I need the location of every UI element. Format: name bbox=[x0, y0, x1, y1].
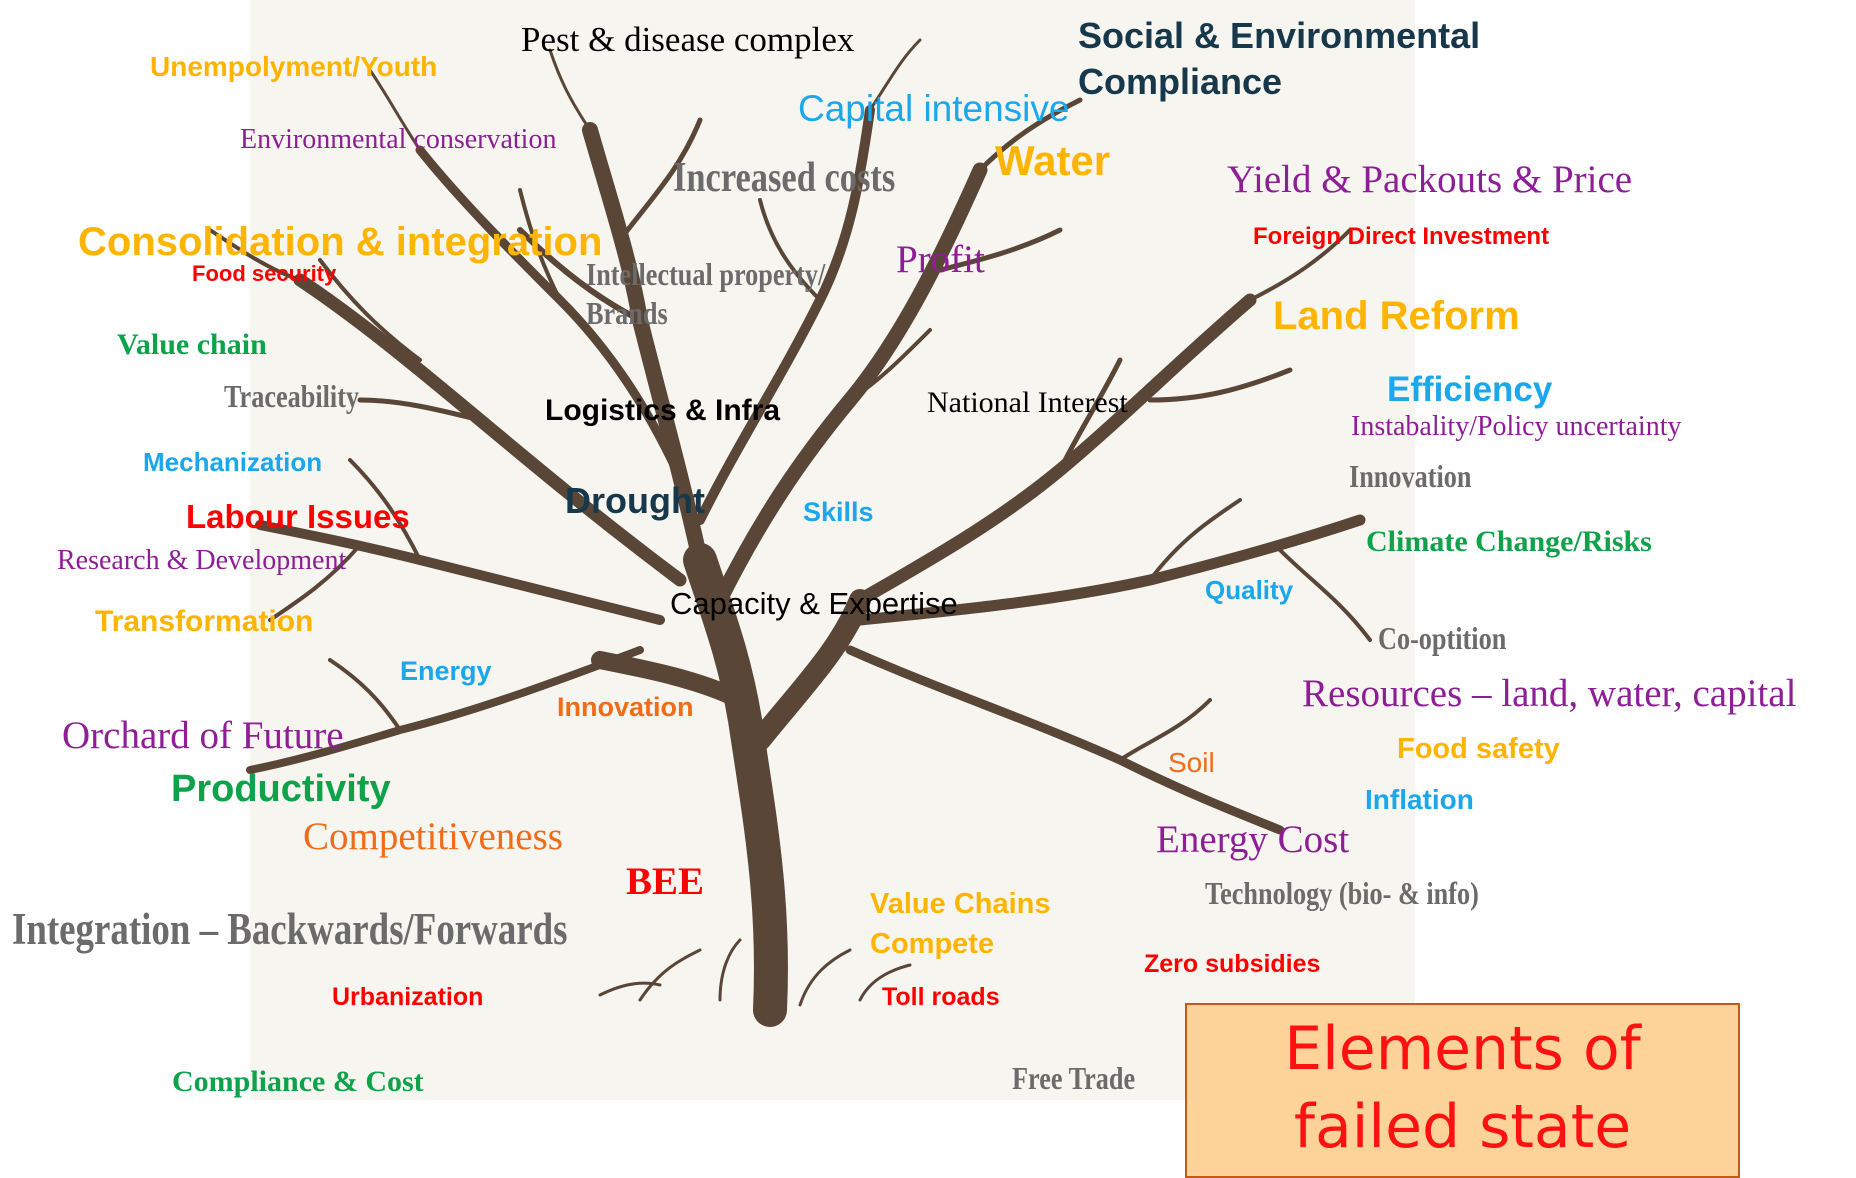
word-quality: Quality bbox=[1205, 575, 1294, 605]
word-compete: Compete bbox=[870, 928, 995, 960]
word-water: Water bbox=[995, 137, 1111, 184]
word-unemployment: Unempolyment/Youth bbox=[150, 51, 438, 82]
word-intellectual-property: Intellectual property/ bbox=[586, 256, 826, 292]
word-compliance-cost: Compliance & Cost bbox=[172, 1065, 424, 1098]
word-value-chain: Value chain bbox=[117, 328, 267, 361]
word-labour-issues: Labour Issues bbox=[186, 498, 410, 535]
word-increased-costs: Increased costs bbox=[673, 155, 896, 201]
word-food-security: Food security bbox=[192, 261, 337, 286]
word-orchard-of-future: Orchard of Future bbox=[62, 714, 344, 757]
word-logistics-infra: Logistics & Infra bbox=[545, 394, 781, 427]
word-technology: Technology (bio- & info) bbox=[1205, 875, 1479, 911]
headline-line-2: failed state bbox=[1293, 1092, 1632, 1162]
word-skills: Skills bbox=[803, 497, 874, 527]
headline-box: Elements of failed state bbox=[1185, 1003, 1740, 1178]
word-soil: Soil bbox=[1168, 747, 1215, 778]
word-pest-disease: Pest & disease complex bbox=[521, 20, 855, 59]
word-profit: Profit bbox=[896, 238, 985, 281]
word-energy-cost: Energy Cost bbox=[1156, 818, 1350, 861]
word-productivity: Productivity bbox=[171, 768, 391, 810]
word-capital-intensive: Capital intensive bbox=[798, 88, 1070, 129]
word-climate-change-risks: Climate Change/Risks bbox=[1366, 525, 1652, 558]
word-zero-subsidies: Zero subsidies bbox=[1144, 950, 1321, 978]
word-transformation: Transformation bbox=[95, 605, 314, 638]
headline-line-1: Elements of bbox=[1284, 1014, 1641, 1084]
word-compliance: Compliance bbox=[1078, 61, 1283, 102]
word-toll-roads: Toll roads bbox=[882, 983, 1000, 1011]
word-energy: Energy bbox=[400, 656, 492, 686]
word-competitiveness: Competitiveness bbox=[303, 815, 563, 858]
word-inflation: Inflation bbox=[1365, 784, 1474, 815]
word-land-reform: Land Reform bbox=[1273, 294, 1520, 338]
word-brands: Brands bbox=[586, 295, 668, 331]
word-national-interest: National Interest bbox=[927, 386, 1128, 419]
word-environmental-conservation: Environmental conservation bbox=[240, 124, 557, 155]
word-foreign-direct-investment: Foreign Direct Investment bbox=[1253, 223, 1550, 250]
word-cooptition: Co-optition bbox=[1378, 620, 1507, 656]
word-social-environmental: Social & Environmental bbox=[1078, 15, 1481, 56]
word-free-trade: Free Trade bbox=[1012, 1060, 1136, 1096]
word-yield-packouts-price: Yield & Packouts & Price bbox=[1227, 158, 1633, 201]
word-drought: Drought bbox=[565, 480, 705, 521]
word-research-development: Research & Development bbox=[57, 545, 347, 576]
word-traceability: Traceability bbox=[224, 378, 360, 414]
word-efficiency: Efficiency bbox=[1387, 370, 1553, 409]
word-consolidation-integration: Consolidation & integration bbox=[78, 220, 603, 264]
word-value-chains: Value Chains bbox=[870, 888, 1051, 920]
word-bee: BEE bbox=[626, 860, 705, 903]
word-food-safety: Food safety bbox=[1397, 733, 1560, 765]
word-resources: Resources – land, water, capital bbox=[1302, 672, 1797, 715]
word-integration-backwards-forwards: Integration – Backwards/Forwards bbox=[12, 904, 568, 954]
word-capacity-expertise: Capacity & Expertise bbox=[670, 586, 958, 621]
word-urbanization: Urbanization bbox=[332, 983, 484, 1011]
word-innovation-center: Innovation bbox=[557, 692, 694, 722]
word-mechanization: Mechanization bbox=[143, 447, 323, 477]
word-innovation-right: Innovation bbox=[1349, 458, 1472, 494]
word-instability-policy: Instabality/Policy uncertainty bbox=[1351, 411, 1682, 442]
